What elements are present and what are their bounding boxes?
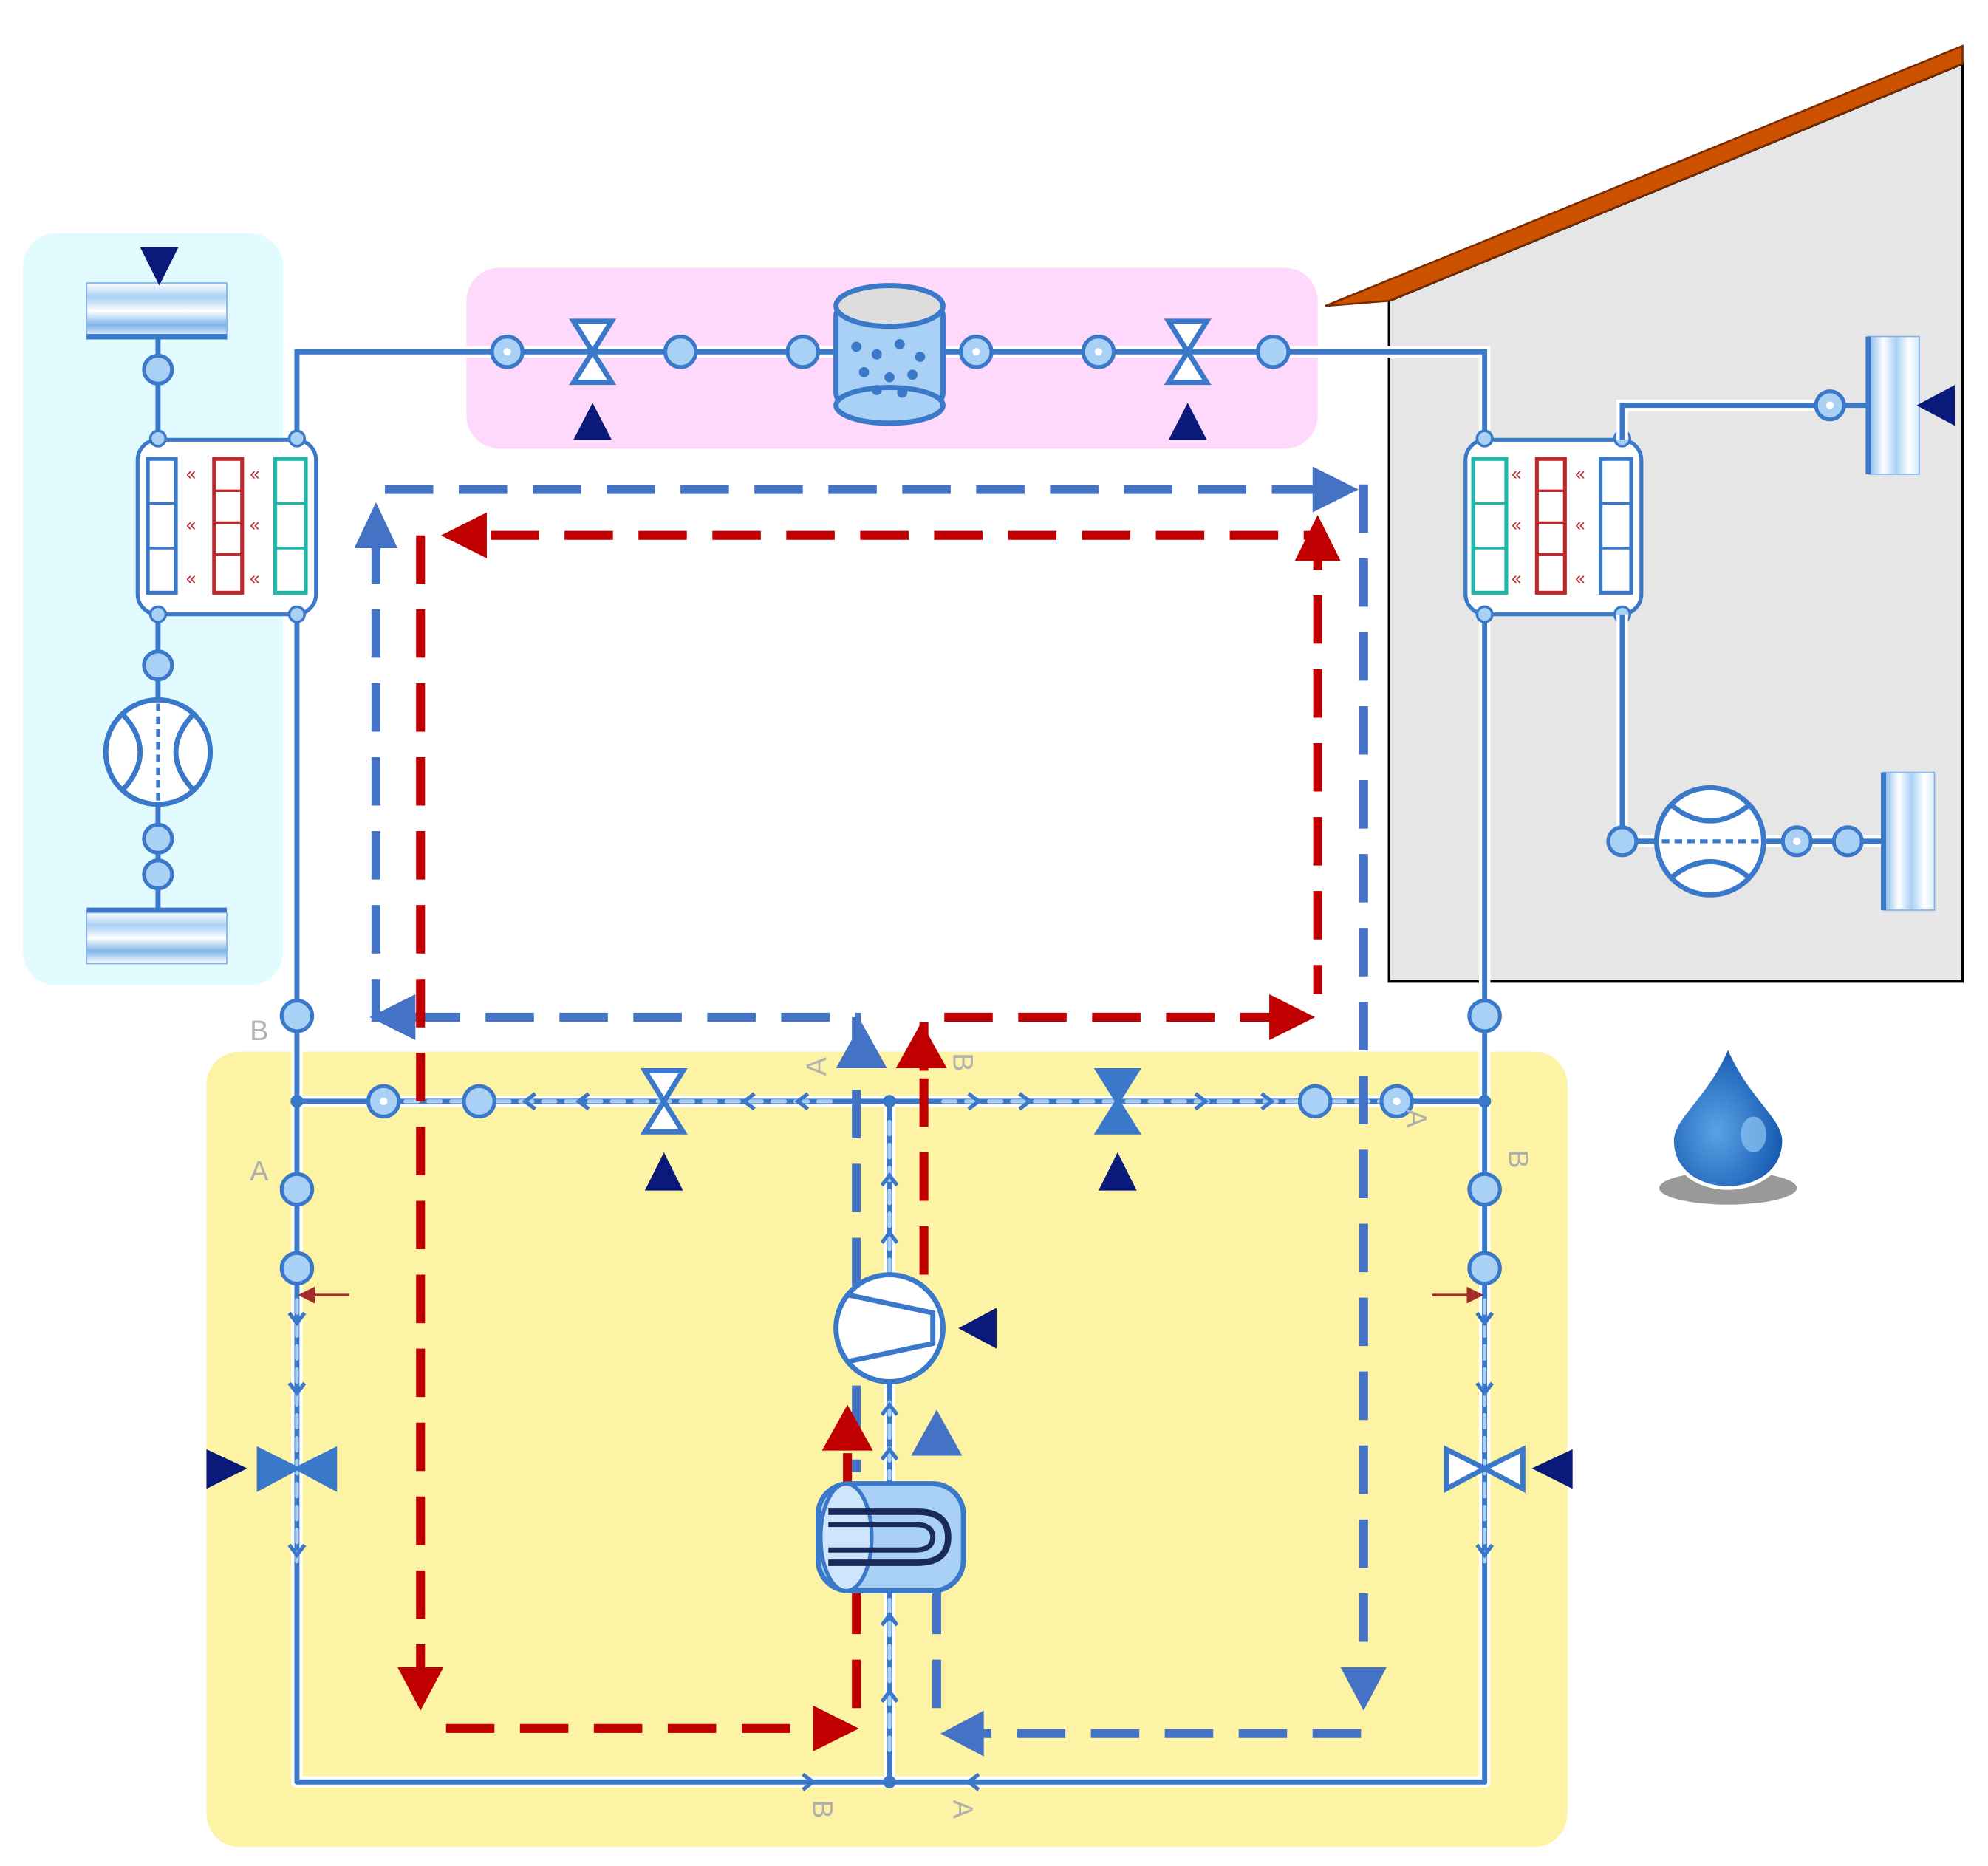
cold-flow-arrowheads [354, 466, 1387, 1757]
receiver-tank-icon [816, 1481, 966, 1593]
svg-text:«: « [1512, 464, 1521, 484]
expansion-valve-icon [640, 1067, 688, 1135]
valve-control-arrow [1531, 1449, 1573, 1489]
outdoor-air-ports [142, 353, 174, 891]
water-drop-icon [1659, 1039, 1797, 1205]
svg-text:«: « [186, 464, 196, 484]
svg-text:«: « [1512, 568, 1521, 588]
outdoor-inlet-control-arrow [140, 247, 179, 286]
indoor-outlet-control-arrow [1916, 385, 1955, 426]
port-label: B [807, 1800, 838, 1818]
port-label: B [946, 1053, 977, 1071]
svg-text:«: « [1575, 568, 1585, 588]
valve-control-arrow [1168, 403, 1207, 440]
svg-text:«: « [1512, 515, 1521, 535]
heat-exchanger-icon: « « « « « « [1463, 429, 1644, 623]
house-icon [1325, 44, 1964, 983]
svg-text:«: « [1575, 515, 1585, 535]
svg-text:«: « [250, 515, 259, 535]
port-label: A [1400, 1109, 1431, 1128]
four-way-valve-icon [256, 1446, 338, 1492]
port-label: A [946, 1800, 977, 1819]
valve-control-arrow [644, 1152, 683, 1191]
port-label: B [250, 1016, 268, 1047]
indoor-water-inlet [1881, 771, 1936, 911]
expansion-valve-icon [569, 318, 617, 386]
fan-icon [103, 697, 214, 807]
svg-text:«: « [1575, 464, 1585, 484]
outdoor-air-outlet [86, 907, 228, 965]
pump-icon [1654, 785, 1766, 898]
valve-control-arrow [206, 1449, 247, 1489]
heat-flux-arrows [298, 1286, 1484, 1304]
expansion-valve-icon [1164, 318, 1212, 386]
cold-flow-path [371, 484, 1368, 1738]
expansion-valve-icon [1093, 1067, 1141, 1135]
port-label: A [802, 1056, 833, 1076]
valve-control-arrow [573, 403, 612, 440]
valve-control-arrow [1098, 1152, 1137, 1191]
svg-text:«: « [250, 568, 259, 588]
svg-text:«: « [186, 568, 196, 588]
outdoor-air-inlet [86, 282, 228, 340]
port-label: A [250, 1156, 269, 1187]
svg-text:«: « [186, 515, 196, 535]
compressor-control-arrow [958, 1308, 997, 1349]
hot-flow-arrowheads [397, 512, 1341, 1751]
four-way-valve-icon [1444, 1445, 1526, 1494]
heat-exchanger-icon: « « « « « « [135, 429, 318, 623]
filter-drier-icon [833, 283, 946, 426]
flow-chevrons [287, 1092, 1495, 1791]
svg-text:«: « [250, 464, 259, 484]
pipe-ports [279, 998, 1502, 1286]
port-label: B [1502, 1149, 1533, 1168]
compressor-icon [833, 1272, 946, 1384]
indoor-water-outlet [1865, 335, 1920, 475]
